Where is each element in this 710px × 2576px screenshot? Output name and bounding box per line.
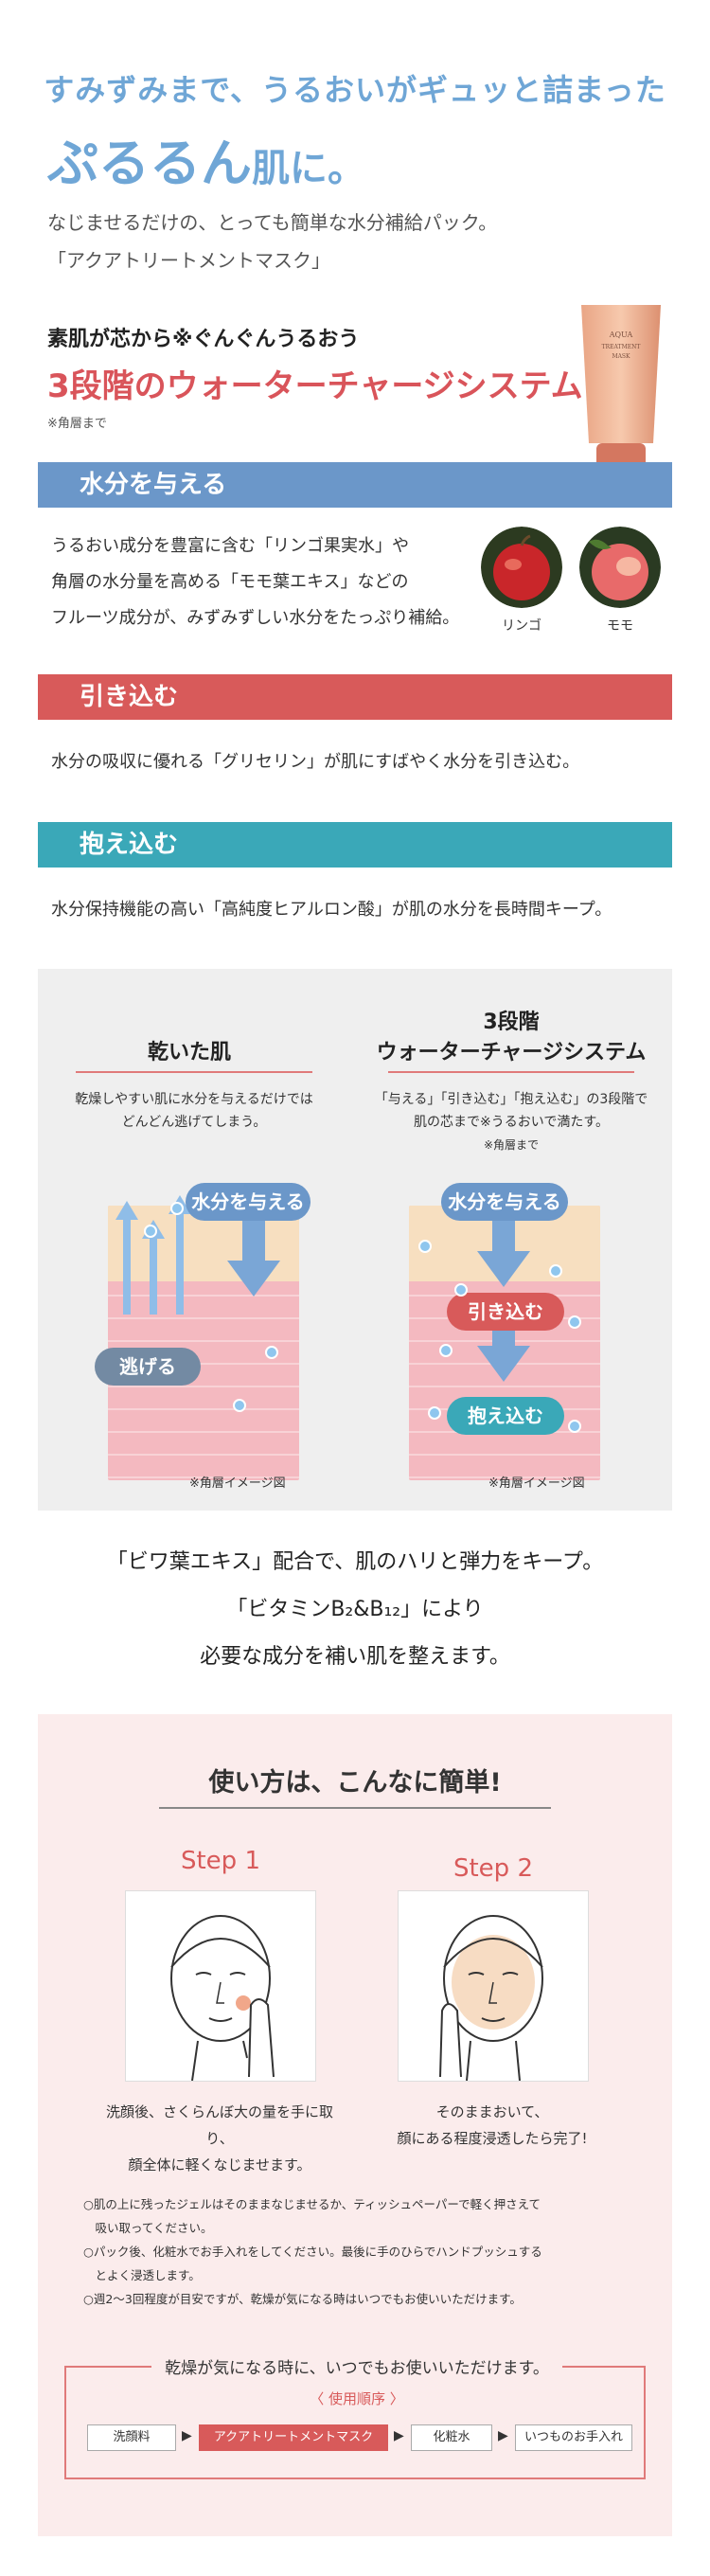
- flow-step-lotion: 化粧水: [411, 2424, 492, 2451]
- flow-step-usual-care: いつものお手入れ: [515, 2424, 632, 2451]
- flow-arrow-icon: ▶: [394, 2428, 404, 2443]
- benefit-line1: 「ビワ葉エキス」配合で、肌のハリと弾力をキープ。: [106, 1550, 604, 1574]
- system-desc-line2: 肌の芯まで※うるおいで満たす。: [414, 1115, 609, 1130]
- water-drop: [170, 1202, 184, 1215]
- pill-give-left: 水分を与える: [186, 1183, 311, 1221]
- apple-image: [481, 527, 562, 608]
- pill-escape: 逃げる: [95, 1348, 201, 1386]
- step2-label: Step 2: [453, 1854, 533, 1883]
- usage-title-rule: [159, 1807, 551, 1809]
- step1-desc-line1: 洗顔後、さくらんぼ大の量を手に取り、: [105, 2103, 333, 2147]
- usage-order-heading: 乾燥が気になる時に、いつでもお使いいただけます。: [66, 2354, 648, 2378]
- dry-skin-title: 乾いた肌: [147, 1041, 231, 1064]
- step2-desc-line2: 顔にある程度浸透したら完了!: [397, 2130, 588, 2147]
- peach-label: モモ: [607, 618, 633, 634]
- water-drop: [568, 1315, 581, 1329]
- water-drop: [454, 1283, 468, 1297]
- svg-text:MASK: MASK: [612, 353, 630, 360]
- face-apply-icon: [170, 1915, 275, 2082]
- face-mask-icon: [439, 1915, 543, 2082]
- pill-give-right: 水分を与える: [441, 1183, 568, 1221]
- intro-line2: 「アクアトリートメントマスク」: [47, 249, 330, 272]
- water-drop: [265, 1346, 278, 1359]
- pull-description: 水分の吸収に優れる「グリセリン」が肌にすばやく水分を引き込む。: [51, 752, 580, 772]
- down-arrow-icon: [477, 1298, 530, 1382]
- give-line1: うるおい成分を豊富に含む「リンゴ果実水」や: [51, 536, 409, 556]
- step1-desc-line2: 顔全体に軽くなじませます。: [128, 2156, 311, 2174]
- bar-hold-in: 抱え込む: [38, 822, 672, 868]
- step2-illustration: [398, 1890, 589, 2082]
- hero-tail: 肌に。: [252, 147, 365, 190]
- usage-order-box: 乾燥が気になる時に、いつでもお使いいただけます。 〈 使用順序 〉 洗顔料 ▶ …: [64, 2359, 646, 2479]
- usage-title: 使い方は、こんなに簡単!: [208, 1768, 502, 1798]
- usage-note: ○パック後、化粧水でお手入れをしてください。最後に手のひらでハンドプッシュする: [83, 2245, 542, 2259]
- hero-line2: ぷるるん肌に。: [47, 121, 365, 196]
- pill-hold: 抱え込む: [447, 1397, 564, 1435]
- system-col-title2: ウォーターチャージシステム: [376, 1041, 647, 1064]
- benefit-line3: 必要な成分を補い肌を整えます。: [200, 1645, 510, 1669]
- water-drop: [439, 1344, 453, 1357]
- system-desc: 「与える」「引き込む」「抱え込む」の3段階で 肌の芯まで※うるおいで満たす。 ※…: [360, 1088, 663, 1156]
- benefit-text: 「ビワ葉エキス」配合で、肌のハリと弾力をキープ。 「ビタミンB₂&B₁₂」により…: [0, 1539, 710, 1681]
- hold-description: 水分保持機能の高い「高純度ヒアルロン酸」が肌の水分を長時間キープ。: [51, 900, 612, 920]
- hero-line1: すみずみまで、うるおいがギュッと詰まった: [44, 72, 666, 108]
- usage-note: 吸い取ってください。: [83, 2221, 213, 2235]
- bar-give-water: 水分を与える: [38, 462, 672, 508]
- intro: なじませるだけの、とっても簡単な水分補給パック。 「アクアトリートメントマスク」: [47, 204, 497, 279]
- give-description: うるおい成分を豊富に含む「リンゴ果実水」や 角層の水分量を高める「モモ葉エキス」…: [51, 528, 459, 636]
- pill-pull: 引き込む: [447, 1293, 564, 1331]
- svg-text:AQUA: AQUA: [609, 331, 633, 339]
- flow-arrow-icon: ▶: [182, 2428, 192, 2443]
- system-col-title1: 3段階: [483, 1011, 540, 1034]
- benefit-line2: 「ビタミンB₂&B₁₂」により: [226, 1598, 484, 1621]
- bar-pull-in: 引き込む: [38, 674, 672, 720]
- water-drop: [418, 1240, 432, 1253]
- system-desc-line1: 「与える」「引き込む」「抱え込む」の3段階で: [374, 1092, 648, 1107]
- usage-note: ○肌の上に残ったジェルはそのままなじませるか、ティッシュペーパーで軽く押さえて: [83, 2197, 541, 2211]
- water-drop: [233, 1399, 246, 1412]
- usage-note: ○週2〜3回程度が目安ですが、乾燥が気になる時はいつでもお使いいただけます。: [83, 2292, 522, 2306]
- system-title-rule: [388, 1071, 634, 1073]
- step1-label: Step 1: [180, 1847, 260, 1875]
- system-desc-note: ※角層まで: [483, 1138, 540, 1152]
- step2-desc: そのままおいて、 顔にある程度浸透したら完了!: [369, 2099, 615, 2152]
- dry-skin-desc: 乾燥しやすい肌に水分を与えるだけでは どんどん逃げてしまう。: [57, 1088, 331, 1134]
- dry-desc-line2: どんどん逃げてしまう。: [121, 1115, 267, 1130]
- system-figure-note: ※角層イメージ図: [488, 1476, 585, 1491]
- dry-title-rule: [76, 1071, 312, 1073]
- comparison-panel: 乾いた肌 乾燥しやすい肌に水分を与えるだけでは どんどん逃げてしまう。 水分を与…: [38, 969, 672, 1511]
- step1-desc: 洗顔後、さくらんぼ大の量を手に取り、 顔全体に軽くなじませます。: [97, 2099, 343, 2178]
- step2-desc-line1: そのままおいて、: [435, 2103, 549, 2120]
- usage-section: 使い方は、こんなに簡単! Step 1 Step 2 洗顔後、さくらんぼ大の量: [38, 1714, 672, 2536]
- water-drop: [549, 1264, 562, 1278]
- system-subheading: 素肌が芯から※ぐんぐんうるおう: [47, 328, 360, 351]
- usage-order-heading-text: 乾燥が気になる時に、いつでもお使いいただけます。: [151, 2359, 562, 2378]
- give-line3: フルーツ成分が、みずみずしい水分をたっぷり補給。: [51, 608, 460, 628]
- flow-step-mask: アクアトリートメントマスク: [199, 2424, 388, 2451]
- give-line2: 角層の水分量を高める「モモ葉エキス」などの: [51, 572, 409, 592]
- water-drop: [144, 1225, 157, 1238]
- water-drop: [568, 1420, 581, 1433]
- water-drop: [428, 1406, 441, 1420]
- hero-highlight: ぷるるん: [47, 134, 252, 193]
- flow-step-cleanser: 洗顔料: [87, 2424, 176, 2451]
- down-arrow-icon: [477, 1204, 530, 1287]
- apple-label: リンゴ: [502, 618, 541, 634]
- system-note: ※角層まで: [47, 417, 107, 431]
- usage-order-subtitle: 〈 使用順序 〉: [310, 2390, 404, 2407]
- dry-desc-line1: 乾燥しやすい肌に水分を与えるだけでは: [75, 1092, 313, 1107]
- flow-arrow-icon: ▶: [498, 2428, 508, 2443]
- system-title: 3段階のウォーターチャージシステム: [47, 367, 583, 405]
- svg-text:TREATMENT: TREATMENT: [602, 344, 641, 350]
- peach-image: [579, 527, 661, 608]
- dry-figure-note: ※角層イメージ図: [189, 1476, 286, 1491]
- intro-line1: なじませるだけの、とっても簡単な水分補給パック。: [47, 211, 498, 234]
- step1-illustration: [125, 1890, 316, 2082]
- usage-note: とよく浸透します。: [83, 2268, 201, 2282]
- down-arrow-icon: [227, 1217, 280, 1297]
- usage-notes: ○肌の上に残ったジェルはそのままなじませるか、ティッシュペーパーで軽く押さえて …: [83, 2192, 632, 2311]
- escape-arrows-icon: [115, 1195, 191, 1315]
